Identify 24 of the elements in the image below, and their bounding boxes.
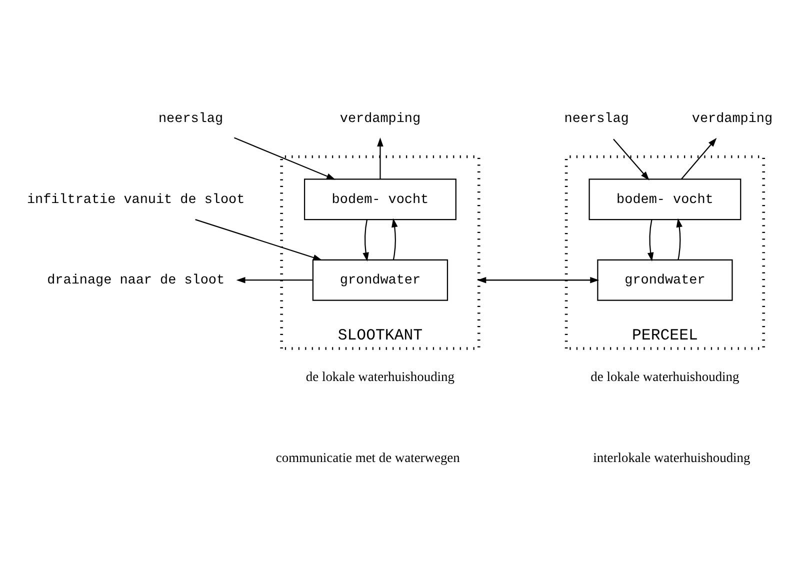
arrow — [236, 276, 312, 283]
node-label: de lokale waterhuishouding — [306, 368, 454, 384]
arrow — [613, 138, 650, 180]
node-box: grondwater — [312, 258, 448, 300]
arrow — [377, 136, 384, 179]
arrow — [362, 219, 369, 261]
arrow — [234, 136, 336, 180]
node-text: infiltratie vanuit de sloot — [26, 192, 245, 208]
node-box: bodem- vocht — [588, 178, 742, 220]
node-box: grondwater — [597, 258, 733, 300]
arrow — [647, 219, 654, 261]
node-text: drainage naar de sloot — [47, 273, 225, 288]
node-text: verdamping — [692, 112, 773, 127]
arrow — [680, 137, 717, 179]
node-box: bodem- vocht — [304, 178, 456, 220]
node-label: de lokale waterhuishouding — [590, 368, 740, 384]
label: interlokale waterhuishouding — [593, 449, 750, 464]
label: communicatie met de waterwegen — [276, 449, 460, 464]
arrow — [392, 218, 398, 260]
node-text: verdamping — [340, 112, 421, 127]
arrow — [195, 218, 322, 260]
arrow — [676, 218, 682, 260]
node-text: neerslag — [564, 112, 629, 127]
node-text: neerslag — [158, 112, 224, 127]
